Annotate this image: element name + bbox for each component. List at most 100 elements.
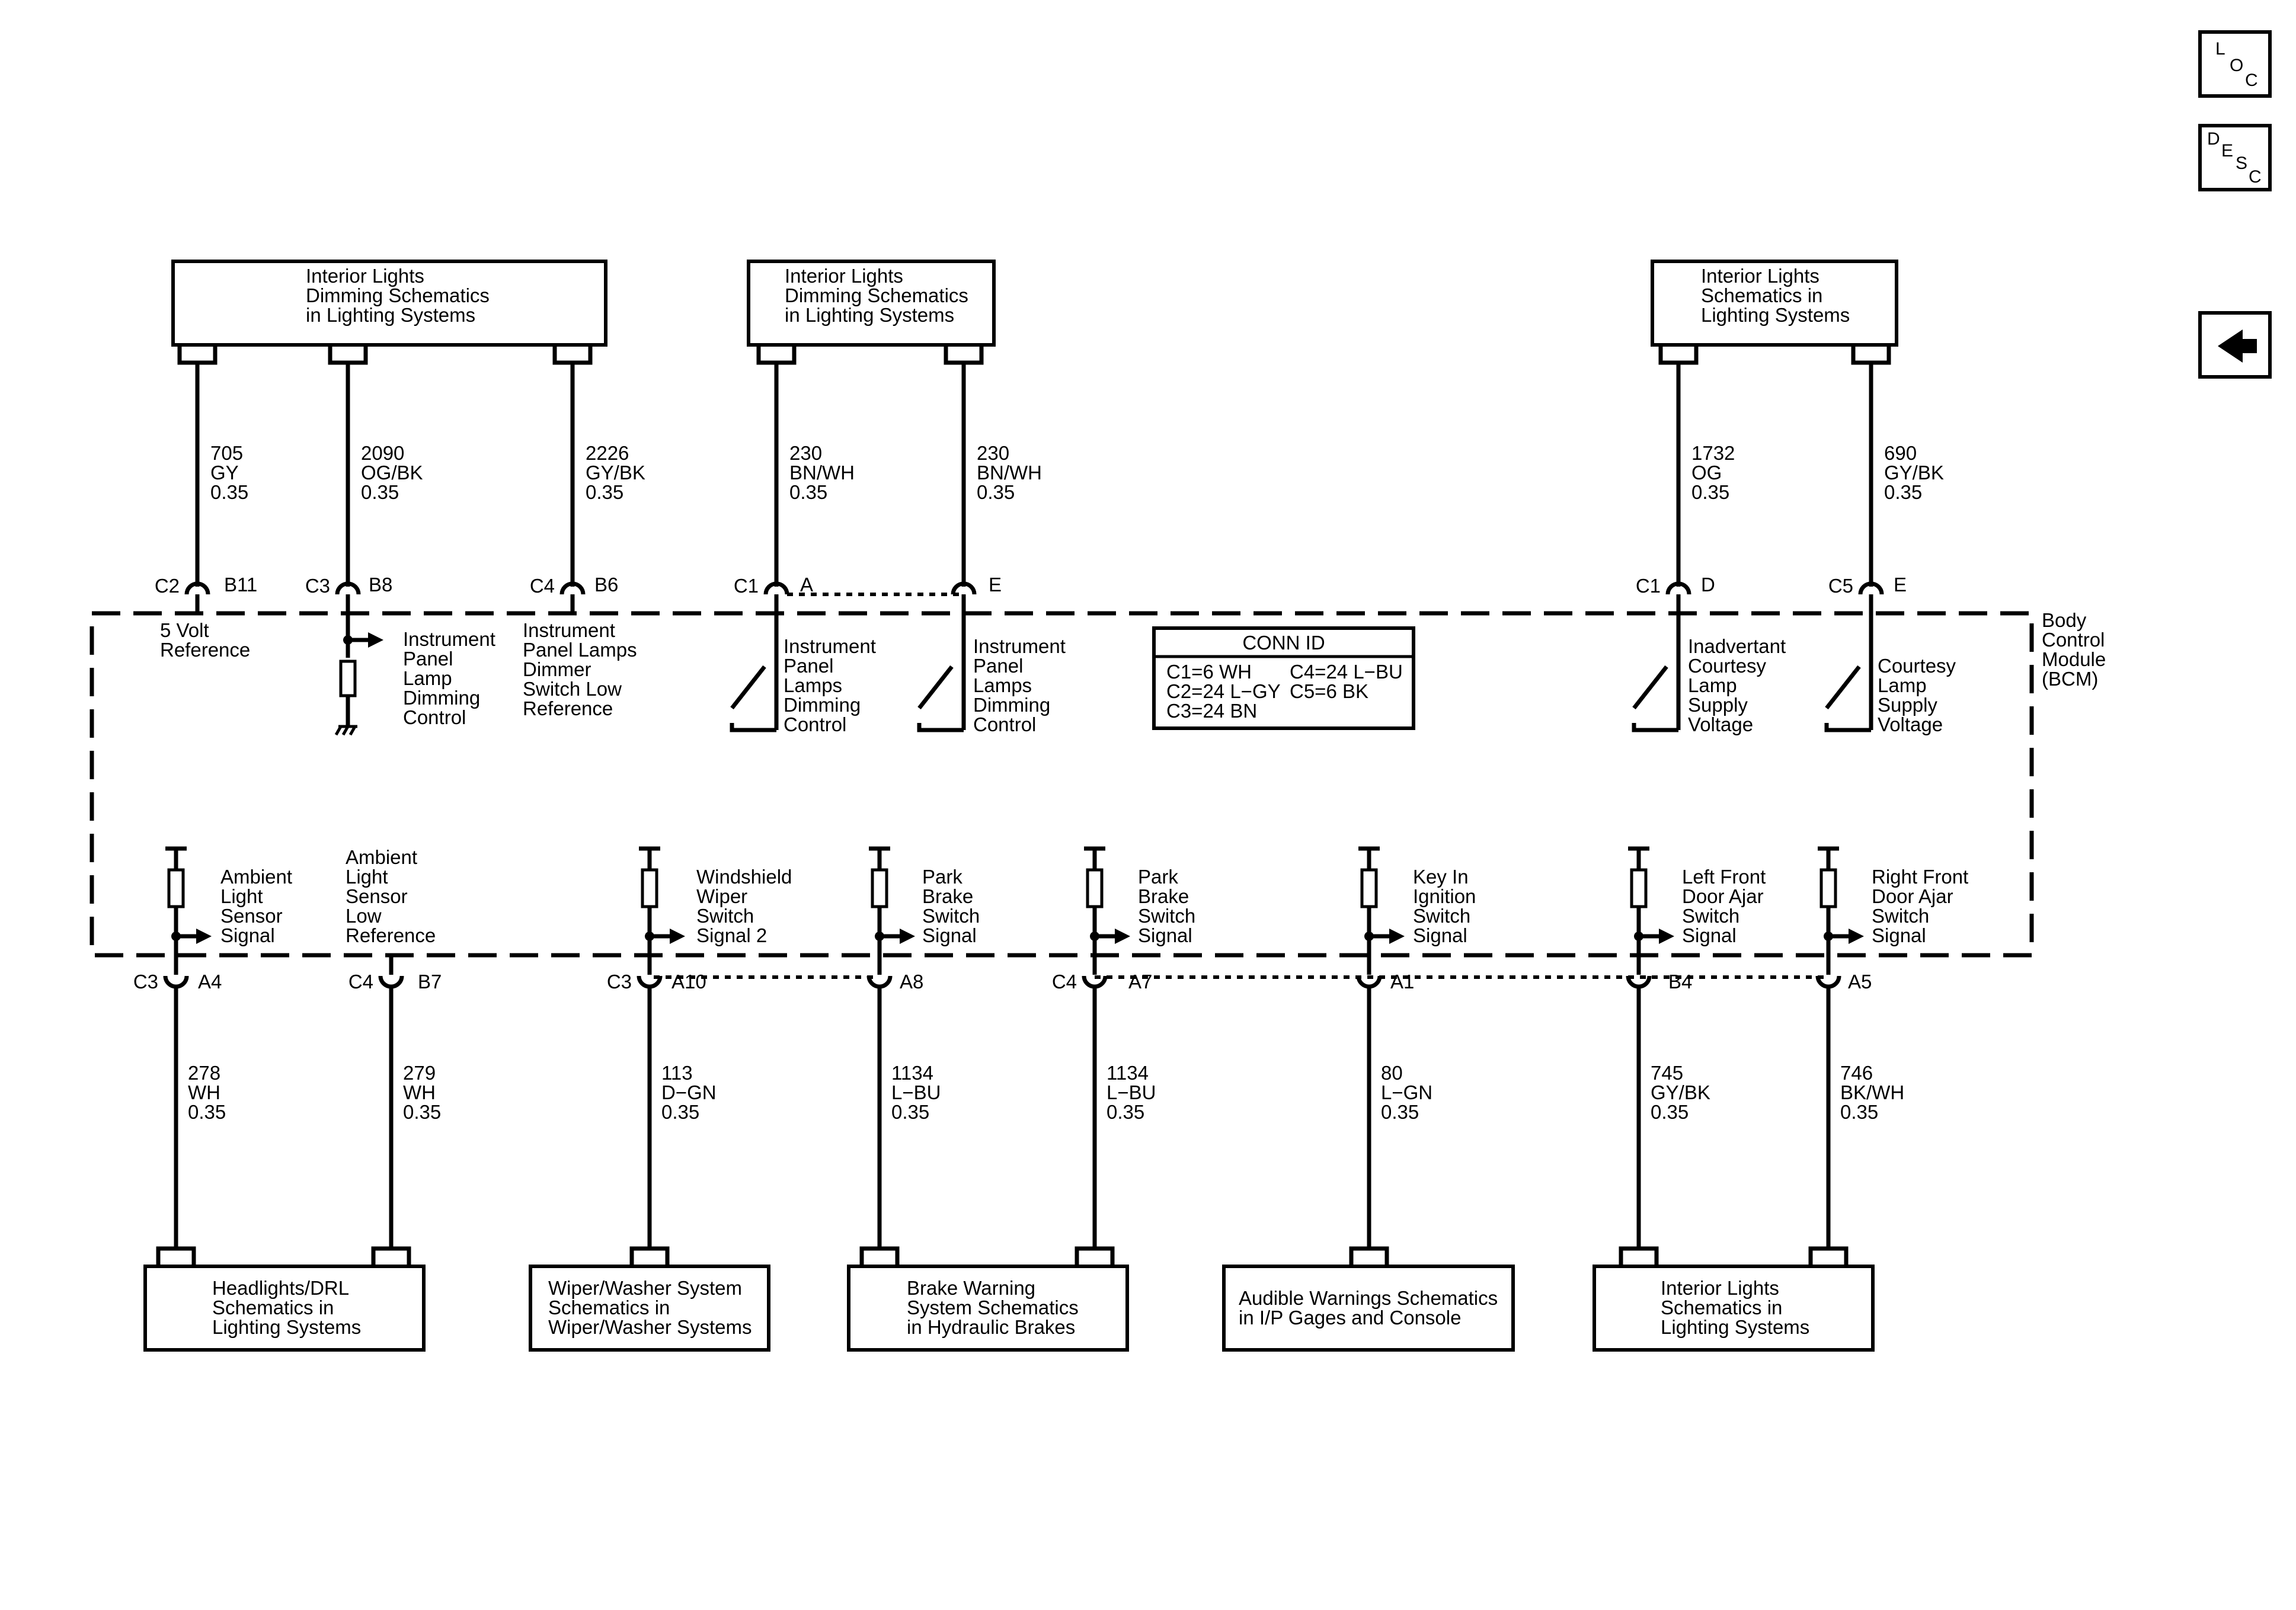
destination-box-label: Lighting Systems [212, 1316, 361, 1338]
conn-id-title: CONN ID [1242, 632, 1325, 654]
destination-box-label: Schematics in [212, 1297, 334, 1318]
signal-arrow-icon [1659, 929, 1674, 944]
destination-box-label: Lighting Systems [1661, 1316, 1809, 1338]
circuit-label: Control [403, 706, 466, 728]
wire-spec: 278 [188, 1062, 220, 1084]
circuit-label: Signal [922, 924, 977, 946]
circuit-label: Door Ajar [1682, 885, 1764, 907]
terminal [944, 345, 984, 365]
terminal [1658, 345, 1699, 365]
destination-box [1222, 1265, 1515, 1352]
pin-number: A10 [671, 971, 706, 993]
circuit-label: Instrument [973, 635, 1066, 657]
switch [917, 723, 964, 732]
circuit-label: Switch Low [523, 678, 622, 700]
circuit-label: Lamps [973, 674, 1032, 696]
connector-id: C1 [734, 575, 759, 597]
circuit-label: Control [784, 713, 846, 735]
terminal [629, 1246, 670, 1266]
connector-id: C3 [607, 971, 632, 993]
circuit-label: Reference [523, 697, 613, 719]
pin-number: A5 [1848, 971, 1872, 993]
conn-id-entry: C2=24 L−GY [1166, 680, 1281, 702]
circuit-label: Control [973, 713, 1036, 735]
source-box-label: in Lighting Systems [306, 304, 475, 326]
switch [730, 723, 776, 732]
terminal [1808, 1246, 1849, 1266]
loc-button[interactable] [2199, 31, 2270, 96]
wire-spec: 0.35 [1840, 1101, 1878, 1123]
connector-pin [335, 581, 361, 595]
destination-box-label: Schematics in [1661, 1297, 1782, 1318]
pin-number: B6 [594, 574, 618, 596]
resistor [1819, 868, 1837, 908]
wire-spec: 690 [1884, 442, 1917, 464]
wire-spec: 0.35 [661, 1101, 699, 1123]
terminal [371, 1246, 411, 1266]
wire-spec: 0.35 [403, 1101, 441, 1123]
pin-number: A8 [900, 971, 923, 993]
circuit-label: Park [922, 866, 962, 888]
circuit-label: Instrument [523, 619, 615, 641]
circuit-label: Lamp [1878, 674, 1927, 696]
wire-spec: D−GN [661, 1081, 717, 1103]
conn-id-entry: C5=6 BK [1290, 680, 1368, 702]
desc-button[interactable] [2199, 124, 2270, 190]
source-box-label: Lighting Systems [1701, 304, 1850, 326]
connector-pin [559, 581, 586, 595]
resistor [167, 868, 185, 908]
destination-box-label: Schematics in [548, 1297, 670, 1318]
pin-number: E [1894, 574, 1907, 596]
circuit-label: Voltage [1878, 713, 1943, 735]
destination-box-label: System Schematics [907, 1297, 1079, 1318]
terminal [859, 1246, 900, 1266]
ground-icon [334, 725, 357, 736]
wire-spec: 0.35 [977, 481, 1015, 503]
source-box [747, 260, 996, 347]
connector-id: C1 [1636, 575, 1661, 597]
circuit-label: Ignition [1413, 885, 1476, 907]
wire-spec: 1134 [1107, 1062, 1149, 1084]
wire-spec: GY/BK [1884, 462, 1944, 484]
switch [1632, 665, 1668, 710]
connector-id: C2 [155, 575, 180, 597]
circuit-label: Voltage [1688, 713, 1753, 735]
switch [1825, 665, 1861, 710]
wire-spec: BN/WH [789, 462, 855, 484]
wire-spec: 705 [210, 442, 243, 464]
module-label: Control [2042, 629, 2105, 651]
resistor [641, 868, 658, 908]
wire-spec: WH [403, 1081, 436, 1103]
circuit-label: Wiper [696, 885, 747, 907]
circuit-label: Panel [403, 648, 453, 670]
wire-spec: 230 [789, 442, 822, 464]
circuit-label: Dimmer [523, 658, 591, 680]
circuit-label: Brake [1138, 885, 1189, 907]
loc-icon [2198, 30, 2272, 98]
back-button[interactable] [2199, 312, 2270, 377]
circuit-label: 5 Volt [160, 619, 209, 641]
connector-pin [1665, 581, 1691, 595]
circuit-label: Lamp [1688, 674, 1737, 696]
conn-id-entry: C4=24 L−BU [1290, 661, 1403, 683]
connector-id: C5 [1828, 575, 1853, 597]
wire-spec: BN/WH [977, 462, 1042, 484]
terminal [756, 345, 797, 365]
terminal [1075, 1246, 1115, 1266]
circuit-label: Switch [1682, 905, 1739, 927]
loc-letter: O [2230, 56, 2243, 75]
wire-spec: 746 [1840, 1062, 1873, 1084]
signal-arrow-icon [1389, 929, 1405, 944]
circuit-label: Lamps [784, 674, 842, 696]
resistor [1086, 868, 1104, 908]
circuit-label: Signal [1138, 924, 1192, 946]
wire-spec: 230 [977, 442, 1009, 464]
wire-spec: 0.35 [1691, 481, 1729, 503]
wire-spec: GY/BK [586, 462, 645, 484]
wire-spec: 0.35 [586, 481, 623, 503]
left-arrow-icon [2218, 329, 2257, 363]
circuit-label: Key In [1413, 866, 1469, 888]
wire-spec: 113 [661, 1062, 693, 1084]
destination-box [529, 1265, 770, 1352]
destination-box-label: Audible Warnings Schematics [1239, 1287, 1498, 1309]
